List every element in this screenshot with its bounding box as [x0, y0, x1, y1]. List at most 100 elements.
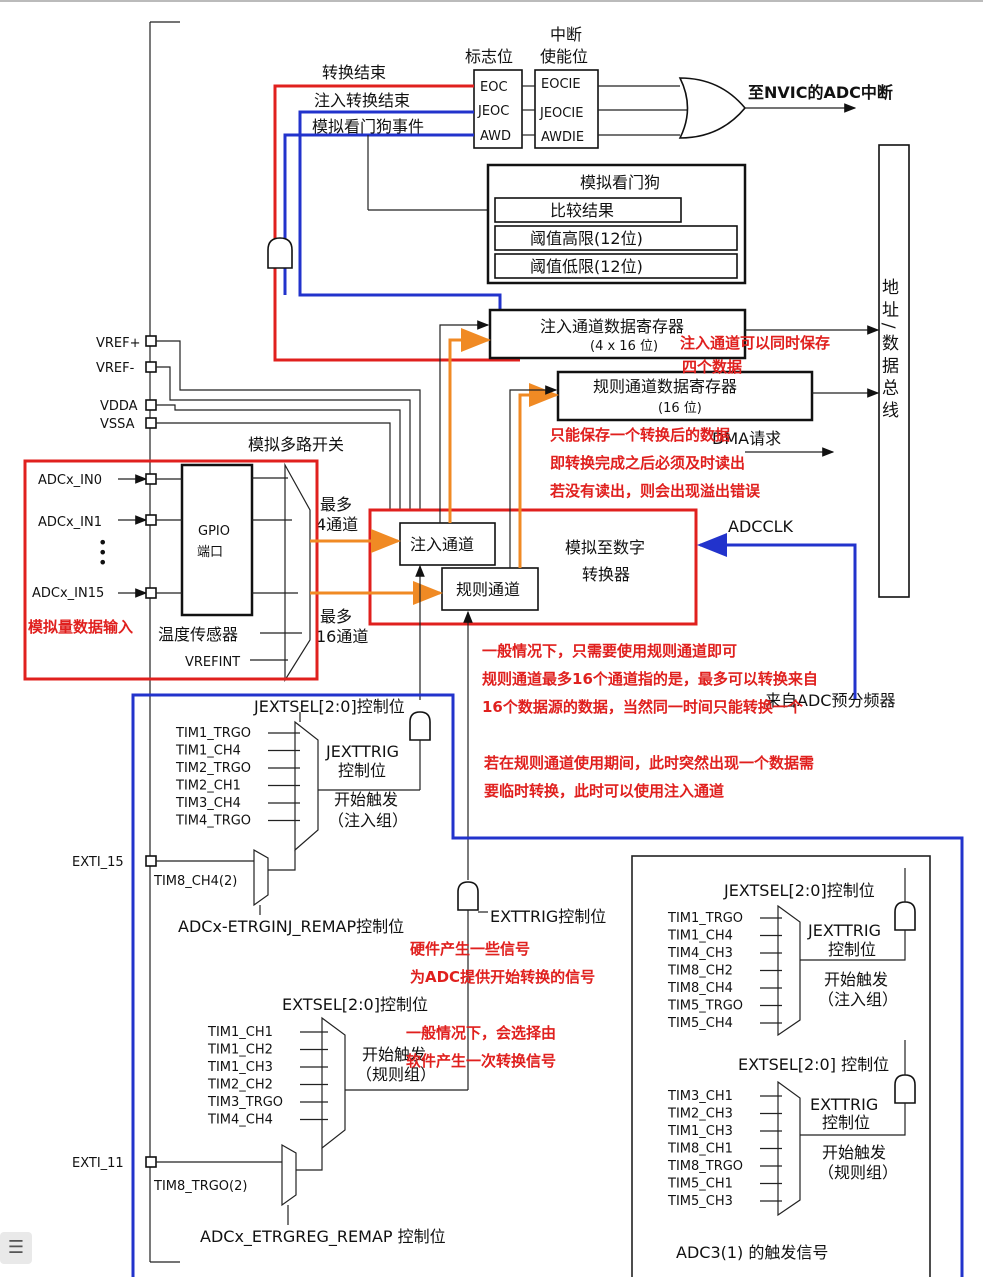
reg-register-size: (16 位) [658, 401, 702, 416]
gpio-box [180, 463, 254, 617]
note-general-1: 一般情况下，只需要使用规则通道即可 [482, 642, 737, 660]
trigger-input-label: TIM1_CH4 [667, 929, 733, 944]
note-reg-store-3: 若没有读出，则会出现溢出错误 [549, 482, 761, 500]
note-reg-store-2: 即转换完成之后必须及时读出 [550, 454, 745, 472]
reg-start-label-1: 开始触发 [362, 1045, 426, 1064]
red-eoc-line [273, 84, 520, 362]
adc3-title: ADC3(1) 的触发信号 [676, 1243, 828, 1262]
dma-label: DMA请求 [712, 429, 781, 448]
mux-title: 模拟多路开关 [248, 435, 344, 454]
trigger-input-label: TIM1_CH1 [207, 1025, 273, 1040]
trigger-input-label: TIM3_CH1 [667, 1089, 733, 1104]
trigger-input-label: TIM4_TRGO [175, 814, 251, 829]
adc3-reg-start-1: 开始触发 [822, 1143, 886, 1162]
dots-2: • [98, 543, 107, 562]
trigger-input-label: TIM3_TRGO [207, 1095, 283, 1110]
in15-label: ADCx_IN15 [32, 586, 104, 601]
adc3-jexttrig-label-1: JEXTTRIG [807, 921, 881, 940]
high-threshold-label: 阈值高限(12位) [530, 229, 643, 248]
exti15-label: EXTI_15 [72, 855, 124, 870]
trigger-input-label: TIM1_CH3 [207, 1060, 273, 1075]
inj-remap-label: ADCx-ETRGINJ_REMAP控制位 [178, 917, 404, 937]
trigger-input-label: TIM8_CH4 [667, 981, 733, 996]
vssa-label: VSSA [100, 417, 135, 432]
gpio-label-1: GPIO [198, 524, 230, 539]
note-sw-1: 一般情况下，会选择由 [406, 1024, 556, 1042]
trigger-input-label: TIM2_CH2 [207, 1078, 273, 1093]
note-input: 模拟量数据输入 [28, 618, 133, 636]
reg-start-label-2: （规则组） [356, 1065, 436, 1084]
max4-label-2: 4通道 [316, 515, 358, 534]
max4-label-1: 最多 [320, 495, 352, 514]
eoc-label: EOC [480, 80, 508, 95]
enable-box [534, 69, 599, 149]
note-reg-store-1: 只能保存一个转换后的数据 [550, 426, 730, 444]
gpio-label-2: 端口 [197, 545, 223, 560]
note-hw-1: 硬件产生一些信号 [410, 940, 530, 958]
inj-start-label-1: 开始触发 [334, 790, 398, 809]
to-nvic-label: 至NVIC的ADC中断 [748, 83, 893, 102]
tim8-trgo-label: TIM8_TRGO(2) [153, 1179, 247, 1194]
reg-register-title: 规则通道数据寄存器 [593, 377, 737, 396]
eocie-label: EOCIE [541, 77, 581, 92]
inj-channel-label: 注入通道 [410, 535, 474, 554]
reg-channel-label: 规则通道 [456, 580, 520, 599]
trigger-input-label: TIM1_CH4 [175, 744, 241, 759]
adc-core-label-1: 模拟至数字 [565, 538, 645, 557]
inj-register-title: 注入通道数据寄存器 [540, 317, 684, 336]
in0-label: ADCx_IN0 [38, 473, 102, 488]
blue-jeoc-line [298, 110, 502, 310]
adc3-exttrig-label-2: 控制位 [822, 1113, 870, 1132]
trigger-input-label: TIM4_CH3 [667, 946, 733, 961]
max16-label-2: 16通道 [316, 627, 368, 646]
exti11-label: EXTI_11 [72, 1156, 124, 1171]
trigger-input-label: TIM2_CH1 [175, 779, 241, 794]
extsel-label: EXTSEL[2:0]控制位 [282, 995, 428, 1014]
trigger-input-label: TIM1_TRGO [175, 726, 251, 741]
trigger-input-label: TIM8_TRGO [667, 1159, 743, 1174]
dots-3: • [98, 553, 107, 572]
adc-core-label-2: 转换器 [582, 565, 630, 584]
reg-channel-box [441, 567, 539, 611]
reg-data-register [556, 370, 814, 422]
trigger-input-label: TIM1_TRGO [667, 911, 743, 926]
temp-sensor-label: 温度传感器 [158, 625, 238, 644]
note-hw-2: 为ADC提供开始转换的信号 [410, 968, 595, 986]
trigger-input-label: TIM1_CH2 [207, 1043, 273, 1058]
low-threshold-label: 阈值低限(12位) [530, 257, 643, 276]
trigger-input-label: TIM4_CH4 [207, 1113, 273, 1128]
trigger-input-label: TIM5_CH1 [667, 1177, 733, 1192]
jeocie-label: JEOCIE [539, 106, 583, 121]
adc3-box [631, 855, 931, 1277]
note-general-4: 若在规则通道使用期间，此时突然出现一个数据需 [483, 754, 814, 772]
inj-start-label-2: （注入组） [328, 811, 408, 830]
flag-box [473, 69, 523, 149]
awd-event-label: 模拟看门狗事件 [312, 117, 424, 136]
inj-register-size: (4 x 16 位) [590, 339, 658, 354]
trigger-input-label: TIM2_TRGO [175, 761, 251, 776]
trigger-input-label: TIM5_CH4 [667, 1016, 733, 1031]
dots-1: • [98, 533, 107, 552]
vref-minus-label: VREF- [96, 361, 135, 376]
trigger-input-label: TIM1_CH3 [667, 1124, 733, 1139]
max16-label-1: 最多 [320, 607, 352, 626]
note-inj-store-1: 注入通道可以同时保存 [680, 334, 830, 352]
enable-header-2: 使能位 [540, 47, 588, 66]
adc3-jextsel-label: JEXTSEL[2:0]控制位 [723, 881, 875, 900]
trigger-input-label: TIM3_CH4 [175, 796, 241, 811]
reg-remap-label: ADCx_ETRGREG_REMAP 控制位 [200, 1227, 446, 1247]
vrefint-label: VREFINT [185, 655, 240, 670]
enable-header-1: 中断 [550, 25, 582, 44]
in1-label: ADCx_IN1 [38, 515, 102, 530]
awd-label: AWD [480, 129, 511, 144]
bus-label: 地 址 / 数 据 总 线 [878, 278, 899, 418]
jexttrig-label-2: 控制位 [338, 761, 386, 780]
menu-icon[interactable]: ☰ [0, 1232, 32, 1264]
jexttrig-label-1: JEXTTRIG [325, 742, 399, 761]
adc3-inj-start-2: （注入组） [818, 990, 898, 1009]
trigger-input-label: TIM8_CH1 [667, 1142, 733, 1157]
flag-header: 标志位 [465, 47, 513, 66]
or-gate [678, 77, 747, 139]
